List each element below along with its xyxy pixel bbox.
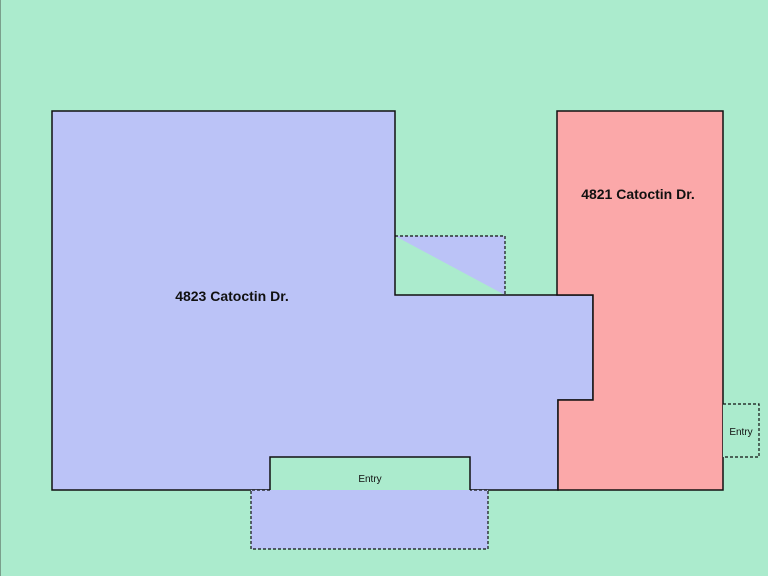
dashed-extension-top	[395, 235, 506, 295]
side-entry-box	[723, 403, 760, 458]
lot-4821-shape	[556, 110, 724, 491]
side-entry-label: Entry	[729, 427, 752, 438]
front-entry-label: Entry	[358, 474, 381, 485]
front-entry-box	[250, 489, 489, 550]
lot-4823-shape	[51, 110, 594, 491]
lot-4823-label: 4823 Catoctin Dr.	[175, 288, 289, 304]
lot-4821-label: 4821 Catoctin Dr.	[581, 186, 695, 202]
